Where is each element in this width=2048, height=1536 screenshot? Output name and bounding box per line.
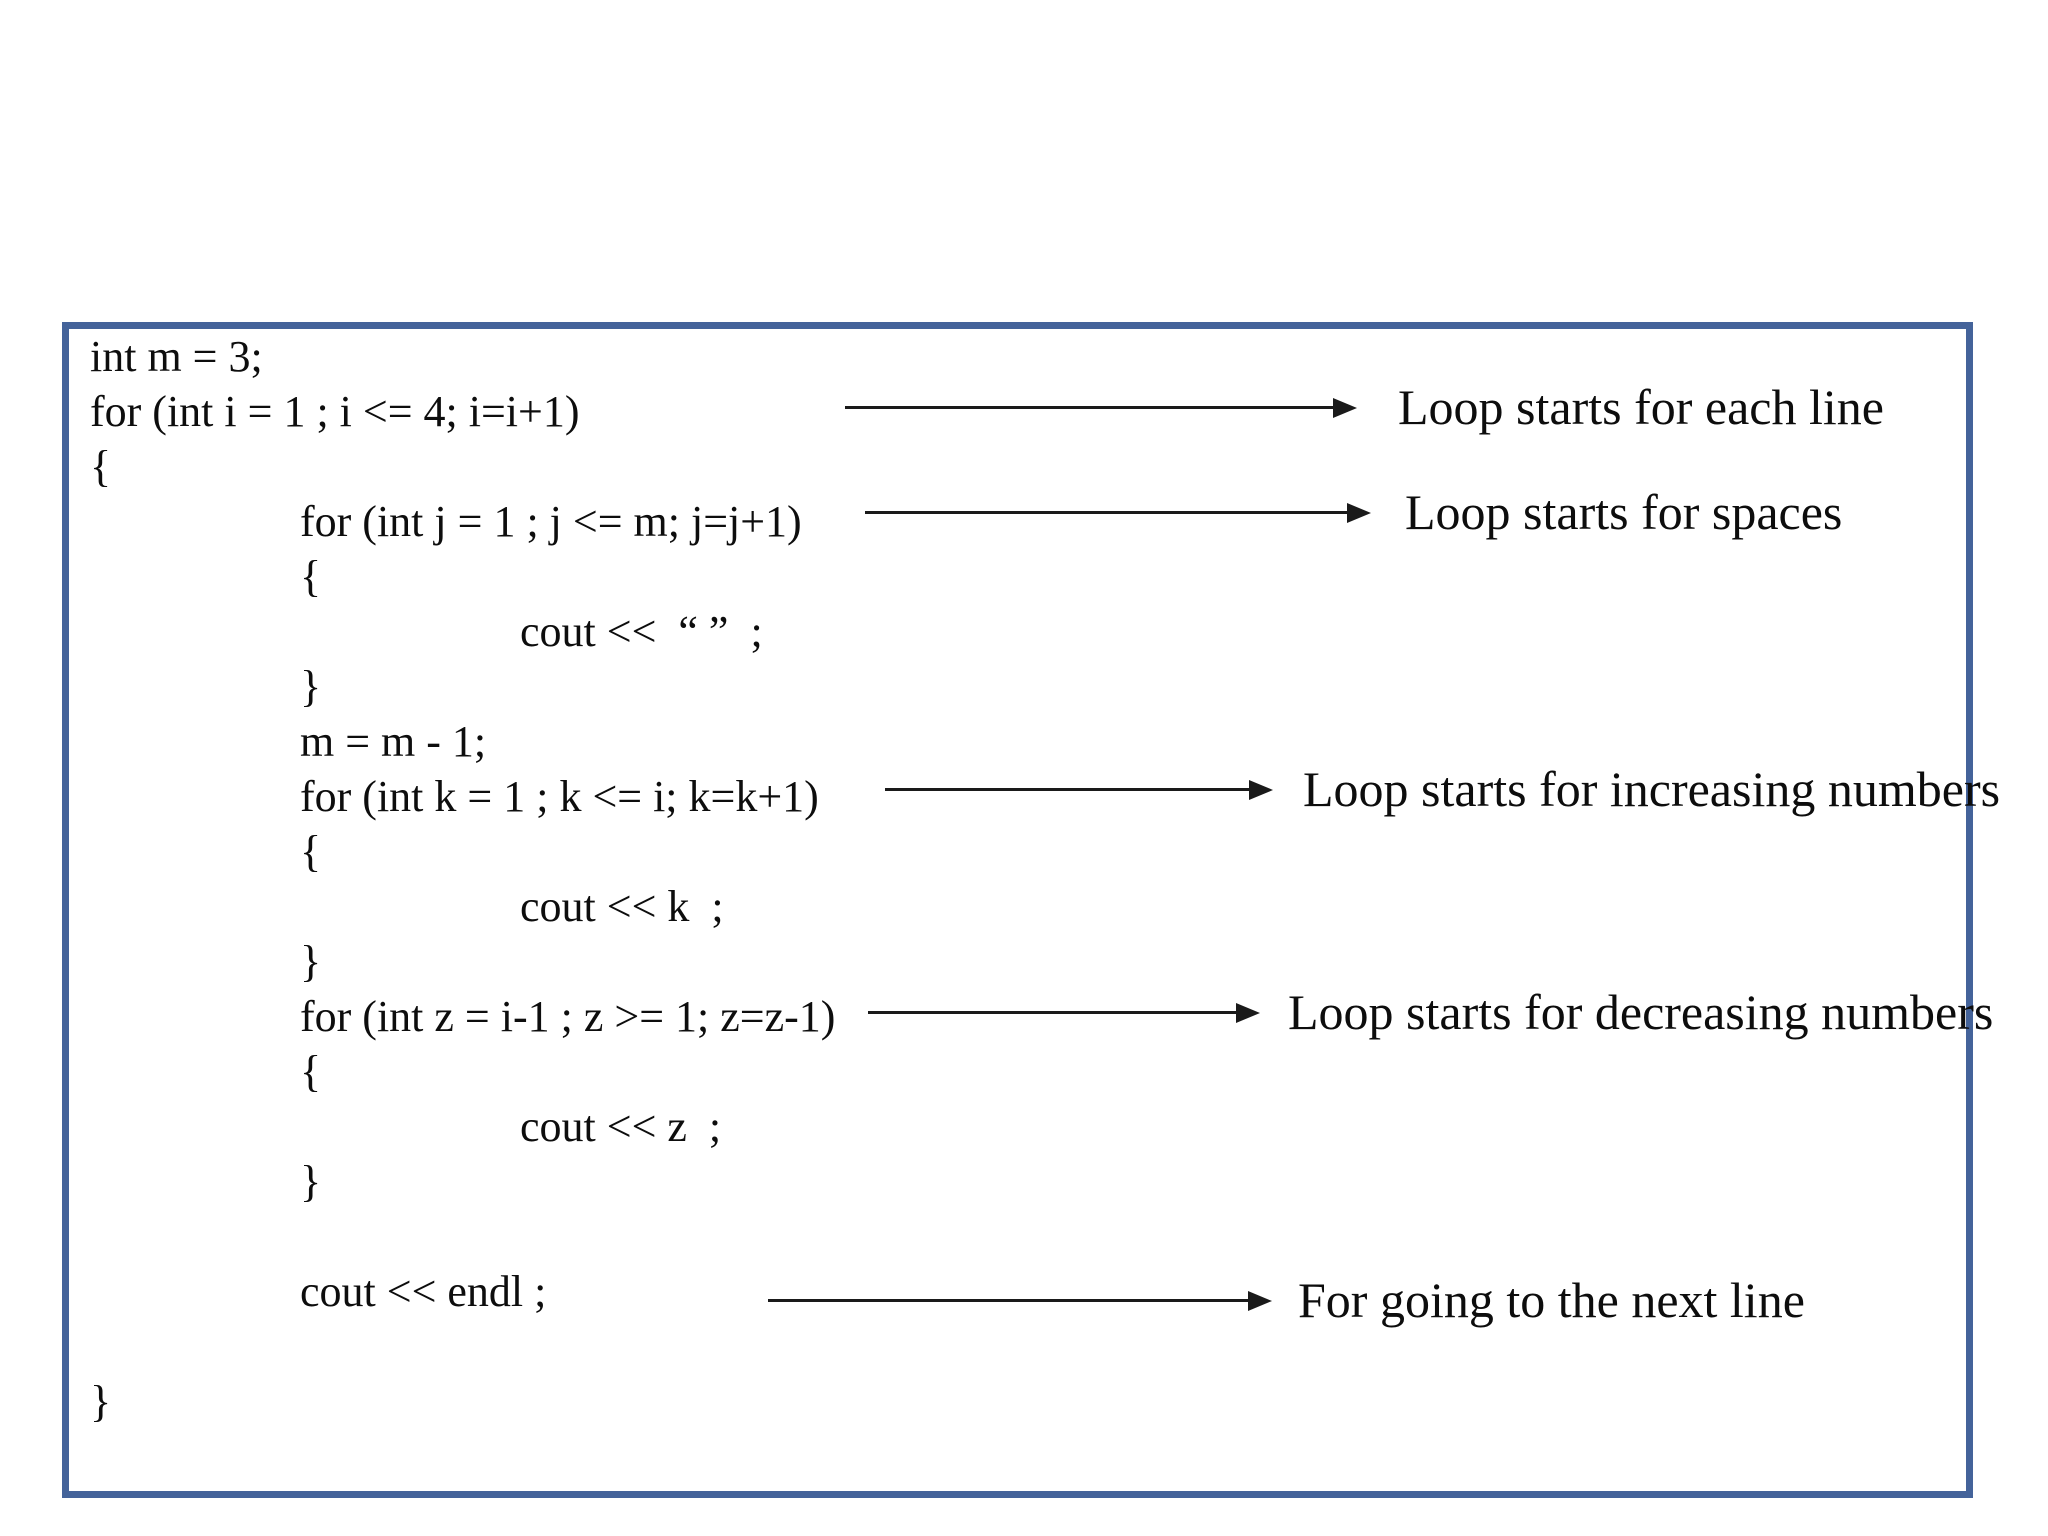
annotation-loop-decreasing: Loop starts for decreasing numbers: [1288, 984, 1994, 1040]
code-frame: int m = 3; for (int i = 1 ; i <= 4; i=i+1…: [62, 322, 1973, 1498]
code-line: for (int j = 1 ; j <= m; j=j+1): [300, 497, 802, 546]
code-line: for (int z = i-1 ; z >= 1; z=z-1): [300, 992, 836, 1041]
annotation-next-line: For going to the next line: [1298, 1272, 1805, 1328]
arrow-right-icon: [845, 397, 1357, 418]
code-line: [90, 1319, 835, 1374]
code-line: cout << “ ” ;: [520, 607, 763, 656]
arrow-right-icon: [868, 1002, 1260, 1023]
annotation-loop-increasing: Loop starts for increasing numbers: [1303, 761, 2001, 817]
code-line: cout << z ;: [520, 1102, 722, 1151]
code-line: }: [300, 662, 322, 711]
code-line: }: [90, 1377, 112, 1426]
code-line: m = m - 1;: [300, 717, 487, 766]
code-line: int m = 3;: [90, 332, 263, 381]
code-line: }: [300, 937, 322, 986]
code-block: int m = 3; for (int i = 1 ; i <= 4; i=i+1…: [90, 329, 835, 1429]
code-line: {: [300, 552, 322, 601]
arrow-right-icon: [865, 502, 1371, 523]
arrow-right-icon: [768, 1290, 1272, 1311]
annotation-loop-each-line: Loop starts for each line: [1398, 379, 1884, 435]
annotation-loop-spaces: Loop starts for spaces: [1405, 484, 1843, 540]
code-line: {: [300, 1047, 322, 1096]
code-line: {: [300, 827, 322, 876]
code-line: {: [90, 442, 112, 491]
arrow-right-icon: [885, 779, 1273, 800]
code-line: cout << endl ;: [300, 1267, 547, 1316]
code-line: }: [300, 1157, 322, 1206]
code-line: for (int i = 1 ; i <= 4; i=i+1): [90, 387, 580, 436]
code-line: cout << k ;: [520, 882, 724, 931]
code-line: for (int k = 1 ; k <= i; k=k+1): [300, 772, 819, 821]
code-line: [90, 1209, 835, 1264]
